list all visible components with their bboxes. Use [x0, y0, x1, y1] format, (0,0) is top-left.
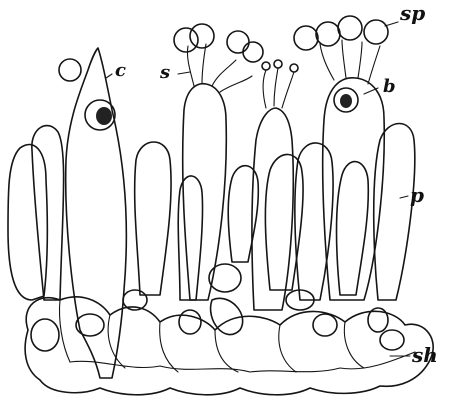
label-p: p — [410, 183, 424, 207]
subhymenium-cells — [25, 264, 433, 395]
label-b: b — [383, 76, 396, 97]
paraphyses — [8, 124, 415, 301]
label-sp: sp — [399, 1, 425, 25]
basidium-s — [174, 24, 263, 300]
label-s: s — [159, 62, 170, 83]
label-sh: sh — [411, 343, 438, 367]
basidium-b — [294, 16, 388, 300]
label-c: c — [115, 60, 126, 81]
